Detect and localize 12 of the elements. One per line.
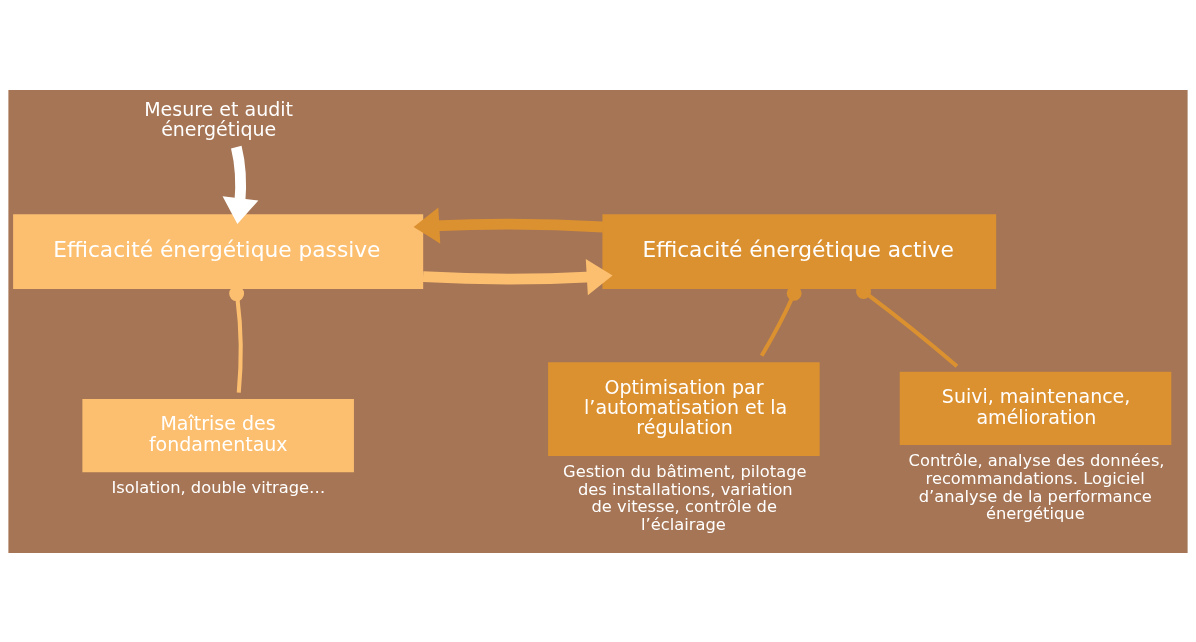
node-box: Efficacité énergétique active <box>602 213 997 289</box>
node-label: Isolation, double vitrage… <box>111 477 326 497</box>
node-label: Contrôle, analyse des données, recommandations. Logiciel d’analyse de la performance énergétique <box>908 450 1165 523</box>
arrow <box>422 258 613 295</box>
arrow <box>222 145 259 224</box>
node-text: Mesure et audit énergétique <box>144 97 293 140</box>
node-box: Maîtrise des fondamentaux <box>82 398 354 472</box>
node-box: Optimisation par l’automatisation et la régulation <box>548 361 820 456</box>
node-box: Suivi, maintenance, amélioration <box>899 371 1172 445</box>
arrow <box>413 207 604 244</box>
node-box: Efficacité énergétique passive <box>13 213 424 289</box>
node-label: Gestion du bâtiment, pilotage des installations, variation de vitesse, contrôle de l’éclairage <box>563 461 807 534</box>
